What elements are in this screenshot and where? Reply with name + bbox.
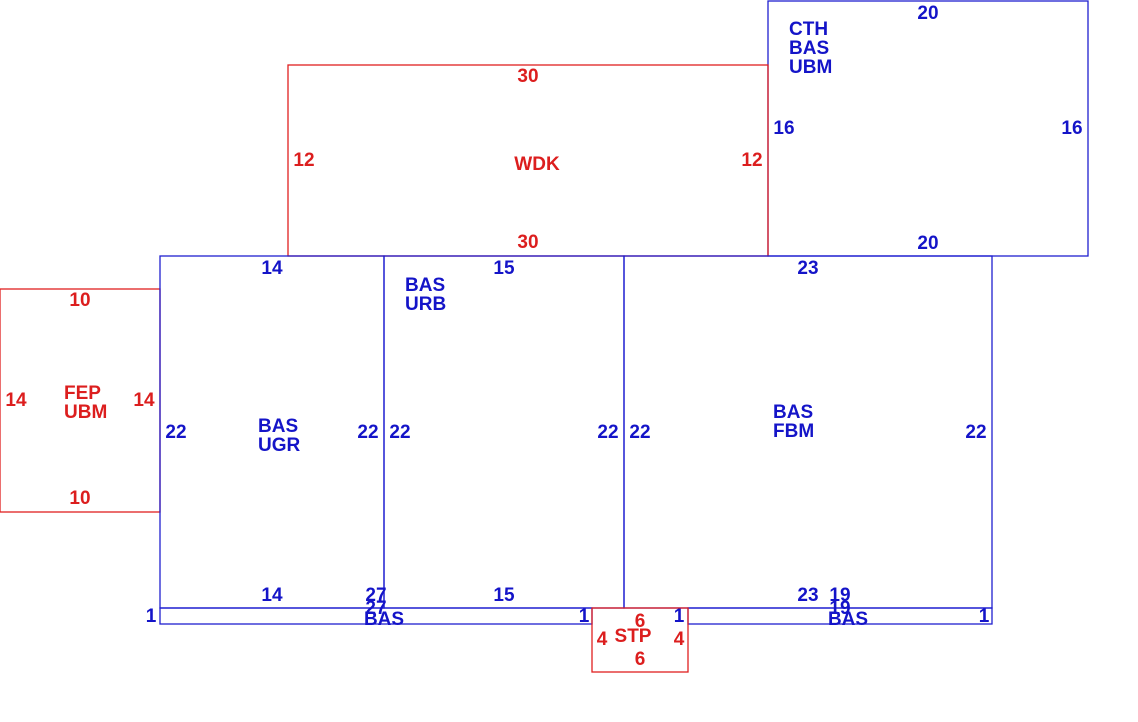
cth-right-dim: 16: [1061, 118, 1082, 139]
strip-right-code: BAS: [828, 609, 868, 630]
stp-code: STP: [615, 626, 652, 647]
ugr-bottom-dim: 14: [261, 585, 283, 606]
strip-left-code: BAS: [364, 609, 404, 630]
fep-code-2: UBM: [64, 402, 107, 423]
fep-code-1: FEP: [64, 383, 101, 404]
cth-top-dim: 20: [917, 3, 938, 24]
fbm-left-dim: 22: [629, 422, 650, 443]
ugr-top-dim: 14: [261, 258, 283, 279]
wdk-bottom-dim: 30: [517, 232, 538, 253]
urb-top-dim: 15: [493, 258, 515, 279]
stp-bottom-dim: 6: [635, 649, 646, 670]
stp-area-outline: [591, 607, 689, 673]
fep-bottom-dim: 10: [69, 488, 90, 509]
cth-left-dim: 16: [773, 118, 794, 139]
strip-right-bottom-dim: 19: [829, 598, 850, 619]
cth-code-2: BAS: [789, 38, 829, 59]
strip-left-right-dim: 1: [579, 606, 590, 627]
wdk-top-dim: 30: [517, 66, 538, 87]
strip-left-left-dim: 1: [146, 606, 157, 627]
fbm-bottom-dim: 23: [797, 585, 818, 606]
stp-left-dim: 4: [597, 629, 608, 650]
wdk-left-dim: 12: [293, 150, 314, 171]
stp-top-dim: 6: [635, 611, 646, 632]
ugr-left-dim: 22: [165, 422, 186, 443]
cth-code-3: UBM: [789, 57, 832, 78]
wdk-right-dim: 12: [741, 150, 762, 171]
urb-bottom-dim: 15: [493, 585, 515, 606]
urb-right-dim: 22: [597, 422, 618, 443]
wdk-code: WDK: [514, 154, 560, 175]
fbm-right-dim: 22: [965, 422, 986, 443]
fep-right-dim: 14: [133, 390, 155, 411]
strip-right-left-dim: 1: [674, 606, 685, 627]
strip-right-top-dim: 19: [829, 585, 850, 606]
fbm-code-2: FBM: [773, 421, 814, 442]
ugr-code-1: BAS: [258, 416, 298, 437]
ugr-right-dim: 22: [357, 422, 378, 443]
ugr-code-2: UGR: [258, 435, 301, 456]
stp-right-dim: 4: [674, 629, 685, 650]
fbm-code-1: BAS: [773, 402, 813, 423]
cth-code-1: CTH: [789, 19, 828, 40]
fep-top-dim: 10: [69, 290, 90, 311]
strip-right-right-dim: 1: [979, 606, 990, 627]
urb-code-2: URB: [405, 294, 446, 315]
fep-left-dim: 14: [5, 390, 27, 411]
urb-code-1: BAS: [405, 275, 445, 296]
fbm-top-dim: 23: [797, 258, 818, 279]
cth-bottom-dim: 20: [917, 233, 938, 254]
strip-left-bottom-dim: 27: [365, 598, 386, 619]
strip-left-top-dim: 27: [365, 585, 386, 606]
urb-left-dim: 22: [389, 422, 410, 443]
